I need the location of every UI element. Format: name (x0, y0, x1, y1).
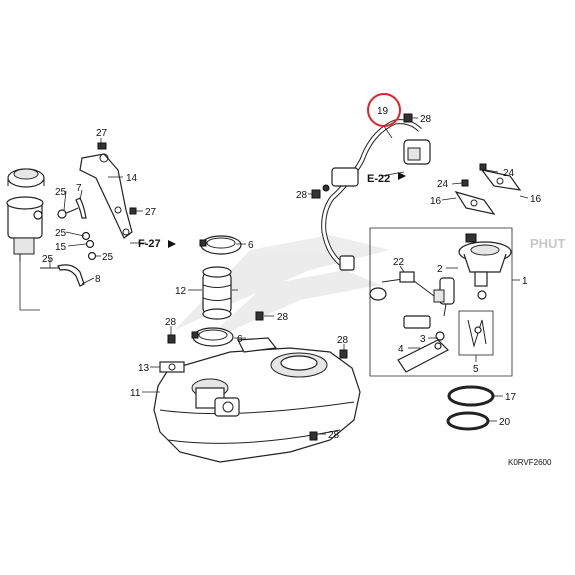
pump-plate-16-lower (454, 179, 496, 215)
callout-13: 13 (138, 363, 150, 374)
callout-2: 2 (437, 264, 443, 275)
fuel-pump-box (369, 227, 513, 377)
callout-28: 28 (165, 317, 177, 328)
callout-3: 3 (420, 334, 426, 345)
fuel-feed-hose-19 (321, 119, 431, 271)
fuel-pump-unit-1 (458, 233, 512, 300)
fuel-tank-11 (153, 337, 361, 463)
callouts: 27 14 25 7 27 25 15 25 25 8 6 12 28 28 6… (42, 106, 542, 441)
callout-28: 28 (337, 335, 349, 346)
reference-f27: F-27 (138, 238, 176, 250)
callout-20: 20 (499, 417, 511, 428)
callout-19: 19 (377, 106, 389, 117)
hose-clamp-6-bottom (191, 327, 234, 347)
reference-label-e22: E-22 (367, 173, 390, 185)
reference-e22: E-22 (367, 172, 406, 185)
leader-lines (19, 117, 529, 435)
arrow-right-icon (398, 172, 406, 180)
callout-11: 11 (130, 388, 141, 399)
callout-1: 1 (522, 276, 528, 287)
hose-clamp-6-top (199, 235, 242, 255)
callout-25: 25 (55, 187, 67, 198)
callout-24: 24 (503, 168, 515, 179)
callout-12: 12 (175, 286, 187, 297)
callout-17: 17 (505, 392, 517, 403)
drawing-code: K0RVF2600 (508, 458, 552, 467)
callout-5: 5 (473, 364, 479, 375)
filler-bracket-14 (79, 153, 133, 239)
callout-25: 25 (55, 228, 67, 239)
callout-22: 22 (393, 257, 405, 268)
callout-28: 28 (420, 114, 432, 125)
watermark-text: PHUT (530, 236, 565, 251)
callout-8: 8 (95, 274, 101, 285)
drain-tube-8 (40, 264, 85, 287)
callout-27: 27 (145, 207, 157, 218)
callout-25: 25 (42, 254, 54, 265)
callout-25: 25 (102, 252, 114, 263)
filler-neck (6, 196, 44, 262)
callout-28: 28 (277, 312, 289, 323)
callout-16: 16 (530, 194, 542, 205)
callout-6: 6 (237, 334, 243, 345)
reference-label-f27: F-27 (138, 238, 161, 250)
filler-hose-12 (202, 266, 232, 320)
pump-plate-16-upper (479, 163, 522, 191)
callout-14: 14 (126, 173, 138, 184)
callout-4: 4 (398, 344, 404, 355)
arrow-right-icon (168, 240, 176, 248)
pump-bracket-5 (458, 310, 494, 356)
callout-15: 15 (55, 242, 67, 253)
callout-28: 28 (328, 430, 340, 441)
seal-ring-17 (447, 385, 495, 407)
callout-24: 24 (437, 179, 449, 190)
callout-16: 16 (430, 196, 442, 207)
pump-filter-4 (397, 315, 450, 373)
tank-bracket-13 (159, 361, 185, 373)
pump-body-2 (433, 277, 455, 317)
callout-7: 7 (76, 183, 82, 194)
callout-28: 28 (296, 190, 308, 201)
tank-bolts-28 (167, 311, 348, 441)
o-ring-20 (446, 411, 490, 431)
fuel-cap (7, 168, 45, 188)
callout-27: 27 (96, 128, 108, 139)
callout-6: 6 (248, 240, 254, 251)
level-gauge-22 (369, 271, 435, 301)
clips-25 (57, 209, 97, 261)
